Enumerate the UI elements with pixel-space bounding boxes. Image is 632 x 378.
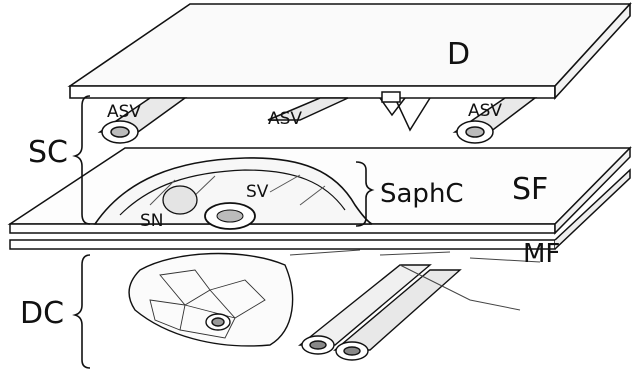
label-asv-right: ASV (468, 101, 502, 121)
label-sf: SF (512, 172, 548, 207)
label-mf: MF (523, 239, 560, 269)
label-d: D (447, 37, 470, 72)
label-saphc: SaphC (380, 179, 464, 209)
label-sc: SC (28, 135, 68, 170)
label-sv: SV (246, 182, 269, 202)
label-asv-left: ASV (107, 102, 141, 122)
deep-fascia-plate (70, 4, 630, 98)
label-asv-center: ASV (268, 109, 302, 129)
dc-brace (75, 255, 90, 368)
label-sn: SN (140, 211, 164, 231)
deep-compartment-contents (129, 250, 540, 360)
label-dc: DC (20, 296, 64, 331)
